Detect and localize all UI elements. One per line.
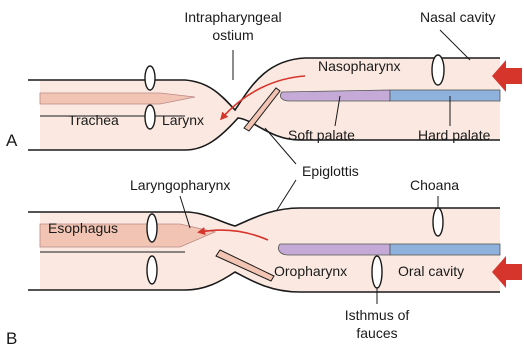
soft-palate-shape [280,90,390,101]
ostium-label: ostium [212,27,253,43]
panel-b-ellipse-left-lower [147,256,157,284]
hard-palate-shape-b [390,244,500,255]
oropharynx-label: Oropharynx [274,263,347,279]
hard-palate-shape [390,90,500,101]
soft-palate-shape-b [278,244,390,255]
fauces-label: fauces [356,325,397,341]
choana-label: Choana [410,177,459,193]
panel-a-letter: A [6,131,18,150]
panel-a-ellipse-left-upper [145,66,155,90]
panel-a: A Intrapharyngeal ostium Nasal cavity Na… [6,9,522,150]
larynx-label: Larynx [162,112,204,128]
panel-b-letter: B [6,329,17,348]
esophagus-label: Esophagus [48,220,118,236]
nasal-cavity-leader [440,30,470,60]
panel-b: B Laryngopharynx Choana Esophagus Oropha… [6,177,522,348]
isthmus-label: Isthmus of [345,307,410,323]
panel-b-ellipse-isthmus [372,256,382,288]
hard-palate-label: Hard palate [418,127,491,143]
soft-palate-label: Soft palate [288,127,355,143]
panel-b-ellipse-choana [433,208,443,236]
intrapharyngeal-label: Intrapharyngeal [184,9,281,25]
nasopharynx-label: Nasopharynx [318,58,401,74]
nasal-cavity-label: Nasal cavity [420,9,495,25]
laryngopharynx-label: Laryngopharynx [130,177,230,193]
trachea-label: Trachea [68,112,119,128]
panel-b-ellipse-left-upper [147,214,157,242]
epiglottis-label: Epiglottis [302,163,359,179]
panel-a-ellipse-left-lower [145,105,155,129]
oral-cavity-label: Oral cavity [398,263,464,279]
panel-a-ellipse-right [432,55,444,85]
